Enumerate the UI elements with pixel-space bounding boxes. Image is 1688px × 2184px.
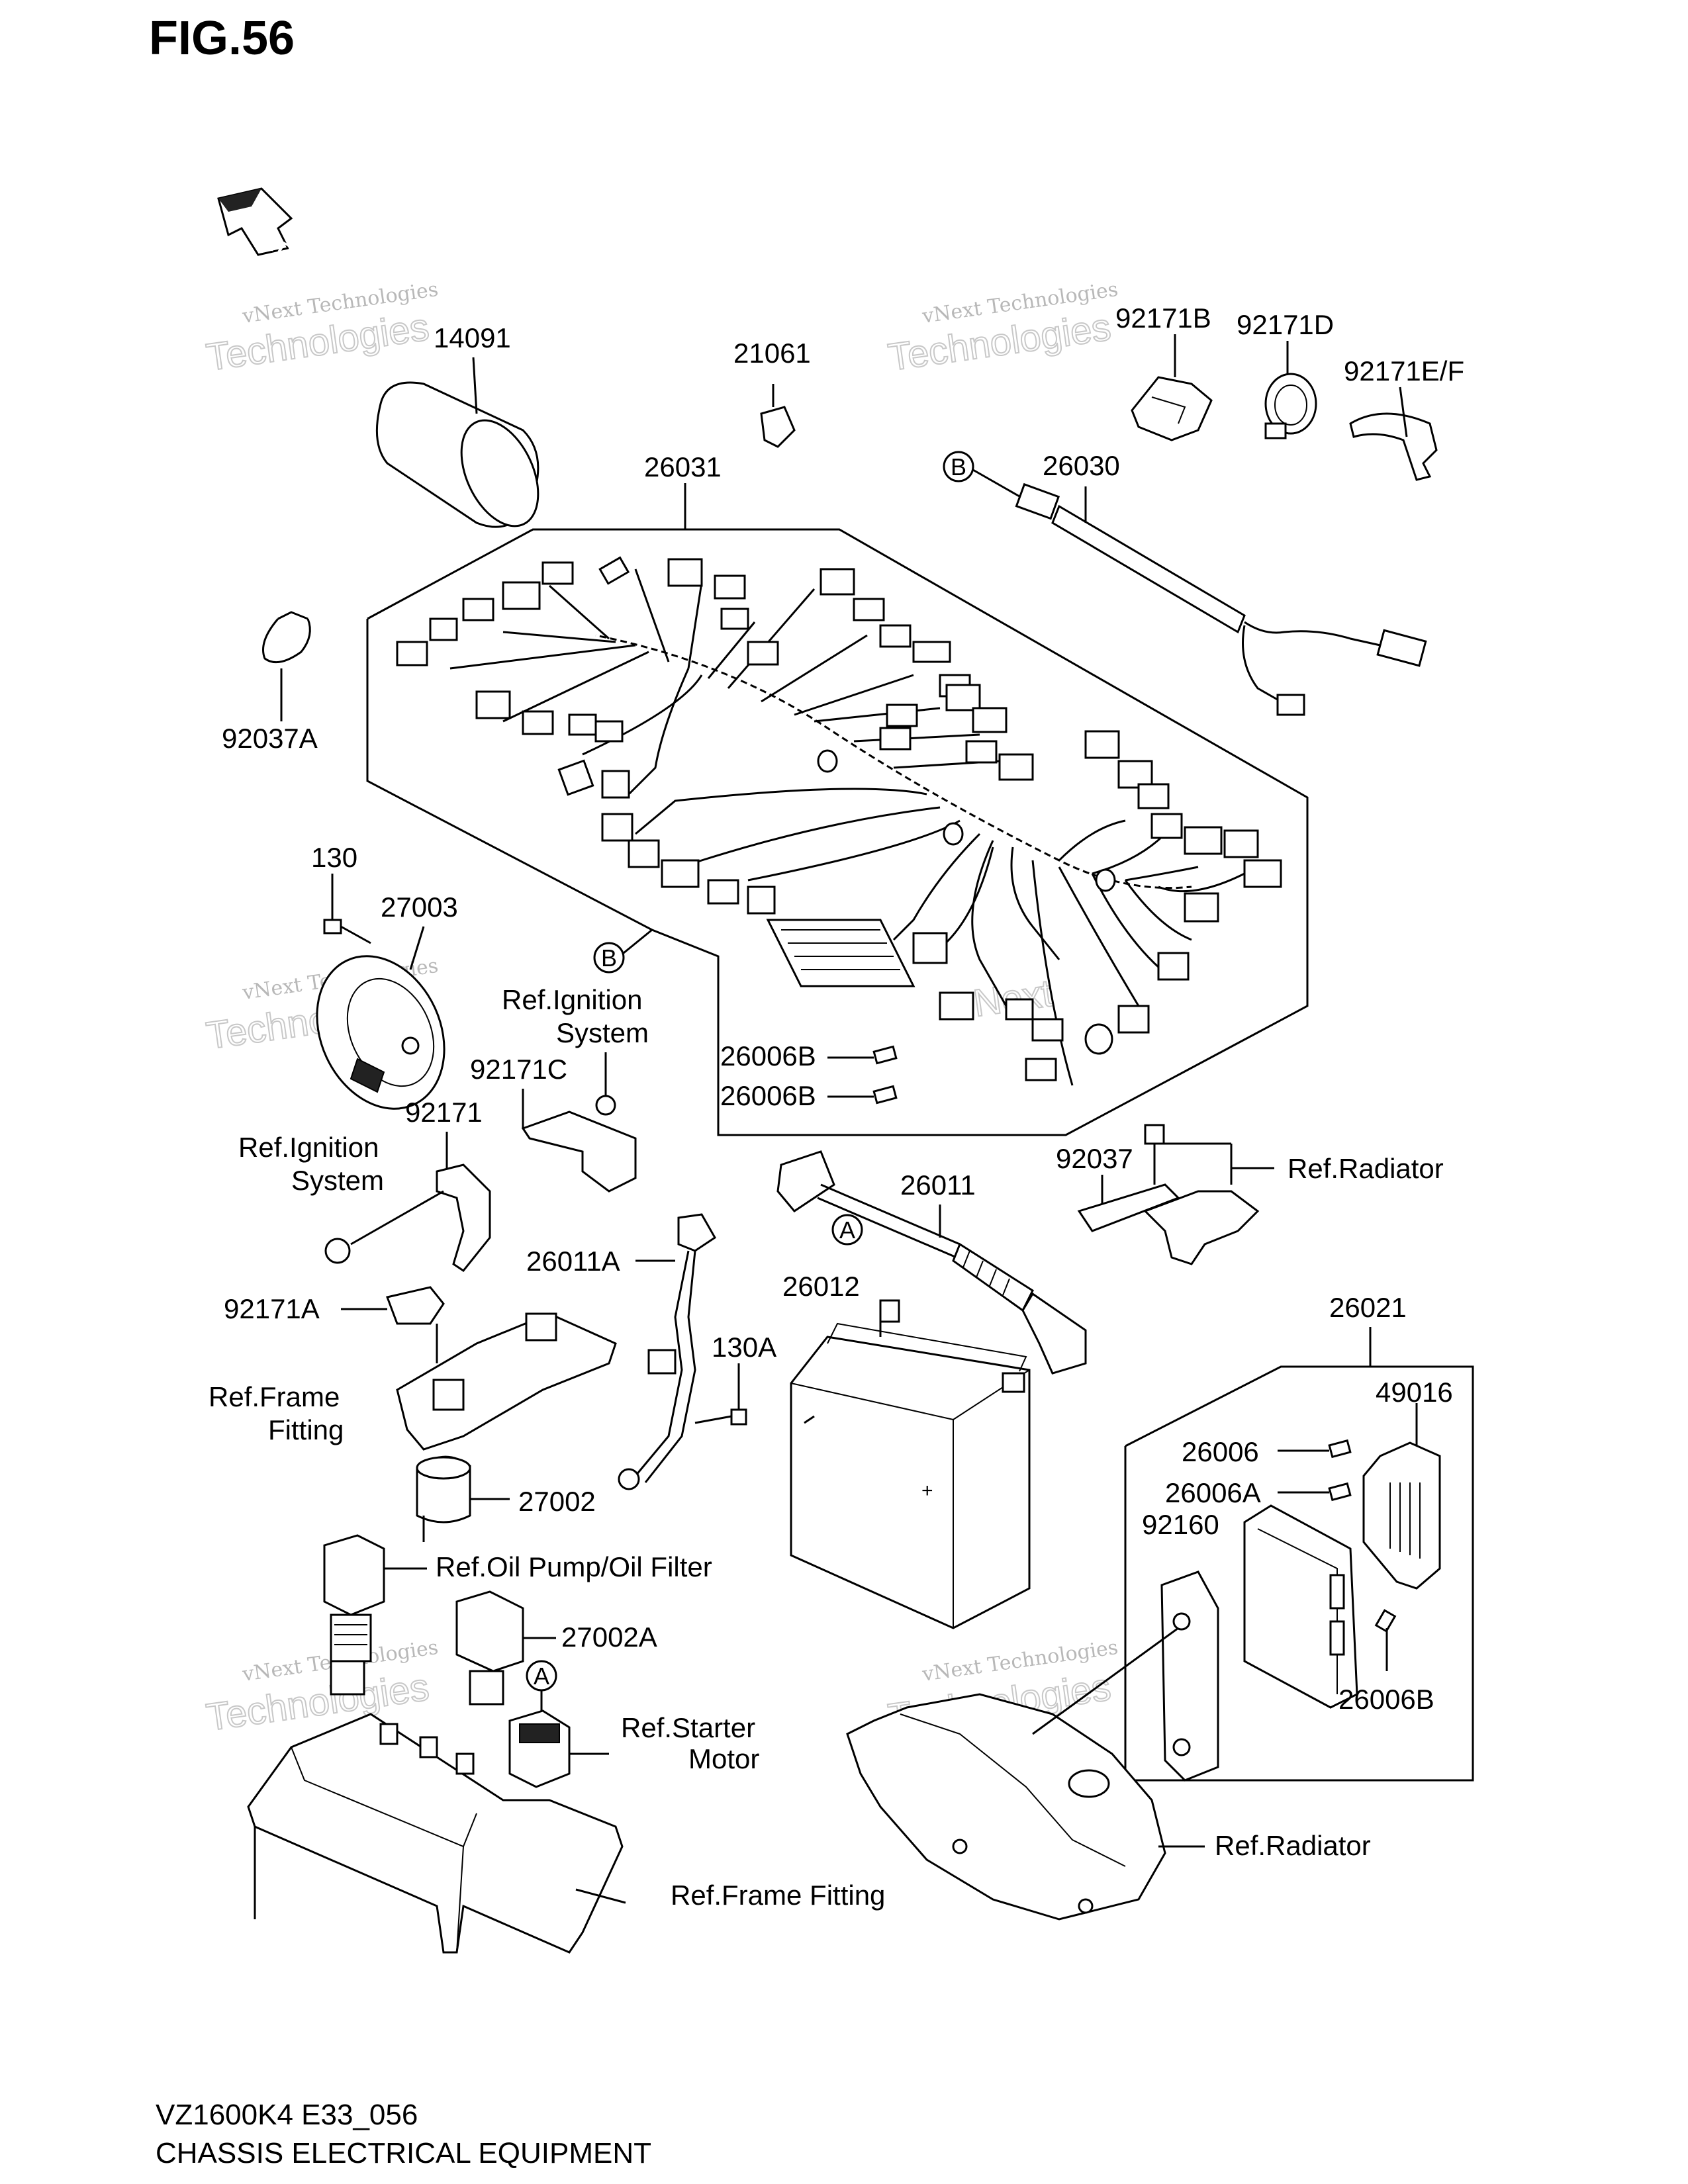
part-92171C-drawing xyxy=(521,1052,637,1193)
footer-caption: CHASSIS ELECTRICAL EQUIPMENT xyxy=(156,2137,651,2169)
battery-case-drawing xyxy=(247,1713,626,1954)
label-92171A: 92171A xyxy=(224,1293,320,1324)
ref-radiator-2: Ref.Radiator xyxy=(1215,1830,1371,1861)
part-21061-drawing xyxy=(760,384,796,448)
ref-starter-line2: Motor xyxy=(688,1743,759,1774)
label-92037: 92037 xyxy=(1056,1143,1133,1174)
part-92171A-drawing xyxy=(341,1286,445,1325)
ref-oil-pump: Ref.Oil Pump/Oil Filter xyxy=(436,1551,712,1582)
marker-B: B xyxy=(601,944,617,972)
label-92171: 92171 xyxy=(405,1097,483,1128)
marker-A: A xyxy=(839,1216,855,1244)
part-92171B-drawing xyxy=(1131,334,1213,441)
part-26030-drawing: B xyxy=(943,451,1427,716)
label-130A: 130A xyxy=(712,1332,776,1363)
ref-ignition-1-line2: System xyxy=(556,1017,649,1048)
fwd-arrow-icon: FWD xyxy=(217,187,297,263)
ref-ignition-1-line1: Ref.Ignition xyxy=(502,984,642,1015)
label-26031: 26031 xyxy=(644,451,722,482)
part-starter-relay-drawing: A xyxy=(508,1660,609,1788)
ref-frame-1-line1: Ref.Frame xyxy=(209,1381,340,1412)
label-49016: 49016 xyxy=(1376,1377,1453,1408)
figure-title: FIG.56 xyxy=(149,12,295,65)
label-92171C: 92171C xyxy=(470,1054,567,1085)
label-92171EF: 92171E/F xyxy=(1344,355,1464,387)
watermark-bottom-left: vNext Technologies Technologies xyxy=(203,1636,440,1740)
label-26011A: 26011A xyxy=(526,1246,620,1277)
part-14091-drawing xyxy=(375,357,539,528)
part-27002-drawing xyxy=(416,1455,510,1542)
part-27003-drawing xyxy=(316,926,445,1110)
radiator-shroud-drawing xyxy=(846,1627,1205,1921)
label-21061: 21061 xyxy=(733,338,811,369)
part-26021-drawing xyxy=(1124,1327,1474,1782)
label-92160: 92160 xyxy=(1142,1509,1219,1540)
ref-frame-1-line2: Fitting xyxy=(268,1414,344,1445)
part-oil-pump-relay-drawing xyxy=(323,1534,427,1696)
label-92037A: 92037A xyxy=(222,723,318,754)
label-26006B-3: 26006B xyxy=(1338,1684,1434,1715)
part-27002A-drawing xyxy=(455,1590,556,1706)
part-26012-drawing: + xyxy=(790,1299,1031,1629)
marker-A-circle xyxy=(831,1214,863,1246)
part-92037A-drawing xyxy=(262,611,311,721)
watermark-top-left: vNext Technologies Technologies xyxy=(203,278,440,380)
part-26011-drawing: A xyxy=(776,1150,1087,1375)
ref-frame-2: Ref.Frame Fitting xyxy=(671,1880,885,1911)
marker-A: A xyxy=(534,1662,549,1690)
ref-ignition-2-line2: System xyxy=(291,1165,384,1196)
ref-starter-line1: Ref.Starter xyxy=(621,1712,755,1743)
label-26030: 26030 xyxy=(1043,450,1120,481)
part-26011A-drawing xyxy=(618,1213,747,1490)
watermark-top-center: vNext Technologies Technologies xyxy=(885,278,1119,380)
label-92171B: 92171B xyxy=(1115,302,1211,334)
label-26006B-1: 26006B xyxy=(720,1040,816,1071)
part-92037-drawing xyxy=(1077,1124,1274,1265)
label-92171D: 92171D xyxy=(1237,309,1334,340)
label-26006B-2: 26006B xyxy=(720,1080,816,1111)
label-26012: 26012 xyxy=(782,1271,860,1302)
label-26006A: 26006A xyxy=(1165,1477,1261,1508)
part-26031-drawing: B xyxy=(366,483,1309,1136)
footer-code: VZ1600K4 E33_056 xyxy=(156,2099,418,2131)
ref-radiator-1: Ref.Radiator xyxy=(1288,1153,1444,1184)
part-26006B-fuses xyxy=(827,1045,898,1105)
label-26021: 26021 xyxy=(1329,1292,1407,1323)
label-26011: 26011 xyxy=(900,1169,976,1201)
label-14091: 14091 xyxy=(434,322,511,353)
part-92171D-drawing xyxy=(1264,341,1317,439)
label-27002: 27002 xyxy=(518,1486,596,1517)
part-92171-drawing xyxy=(324,1132,491,1273)
ref-ignition-2-line1: Ref.Ignition xyxy=(238,1132,379,1163)
marker-B-circle xyxy=(943,451,974,482)
marker-B: B xyxy=(951,453,966,480)
marker-B-circle xyxy=(593,942,625,974)
part-92171EF-drawing xyxy=(1349,387,1438,481)
battery-plus-icon: + xyxy=(921,1480,933,1502)
ref-frame-bracket-drawing xyxy=(396,1312,617,1451)
label-130: 130 xyxy=(311,842,357,873)
label-27003: 27003 xyxy=(381,891,458,923)
label-26006: 26006 xyxy=(1182,1436,1259,1467)
part-130-drawing xyxy=(323,874,371,944)
label-27002A: 27002A xyxy=(561,1621,657,1653)
